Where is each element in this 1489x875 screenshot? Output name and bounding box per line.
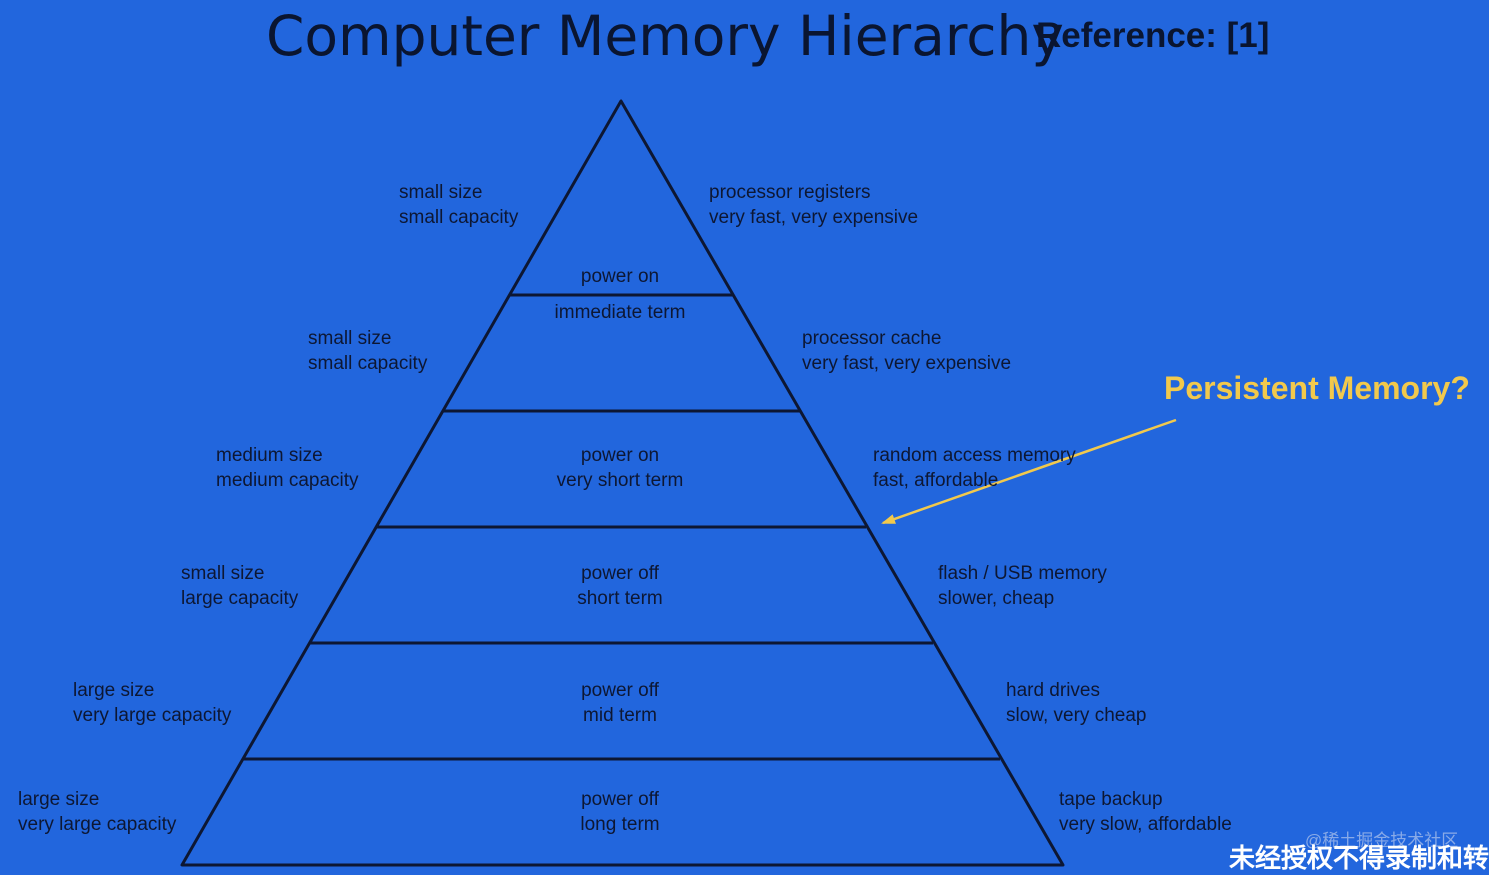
watermark-site: @稀土掘金技术社区: [1305, 831, 1459, 850]
level-1-center-label: power on immediate term: [554, 266, 686, 323]
pyramid-outline: [180, 99, 1065, 867]
reference-label: Reference: [1]: [1036, 16, 1270, 55]
annotation-arrow: [881, 418, 1177, 525]
persistent-memory-annotation: Persistent Memory?: [1164, 370, 1470, 406]
diagram-title: Computer Memory Hierarchy: [266, 4, 1064, 68]
watermark-notice: 未经授权不得录制和转载: [1229, 843, 1489, 873]
